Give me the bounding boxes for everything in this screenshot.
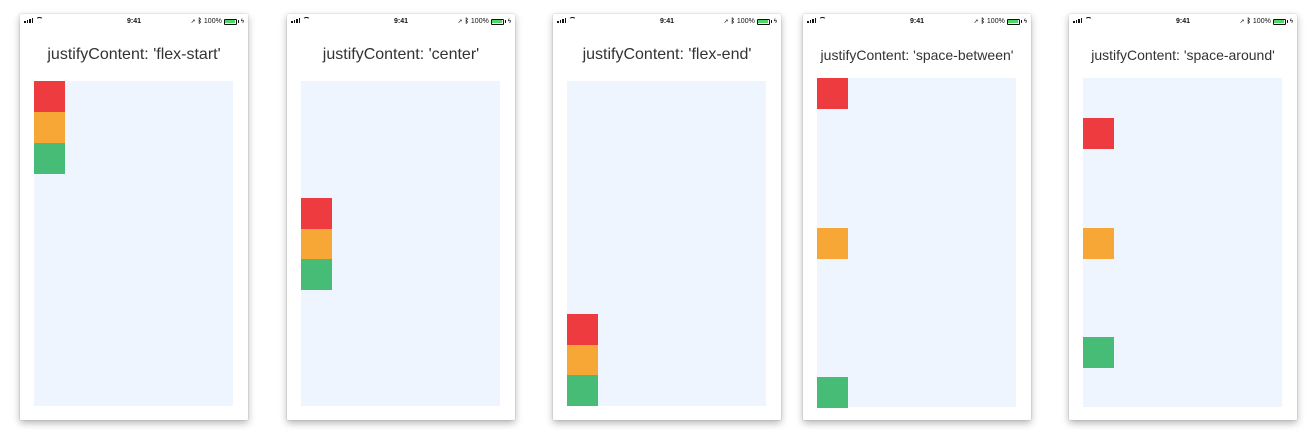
charging-icon: ϟ bbox=[240, 18, 244, 25]
signal-wifi-group bbox=[24, 17, 43, 23]
signal-wifi-group bbox=[291, 17, 310, 23]
status-bar: 9:41 ➚ ᛒ 100% ϟ bbox=[1073, 17, 1293, 29]
wifi-icon bbox=[569, 17, 576, 22]
screen-title: justifyContent: 'flex-end' bbox=[582, 46, 752, 63]
screen-title: justifyContent: 'flex-start' bbox=[47, 46, 221, 63]
phone-screen-flex-start: 9:41 ➚ ᛒ 100% ϟ justifyContent: 'flex-st… bbox=[20, 14, 248, 420]
bluetooth-icon: ᛒ bbox=[980, 18, 985, 25]
signal-icon bbox=[557, 21, 559, 23]
wifi-icon bbox=[1085, 17, 1092, 22]
signal-icon bbox=[807, 21, 809, 23]
battery-icon bbox=[1272, 18, 1286, 25]
location-arrow-icon: ➚ bbox=[190, 19, 196, 25]
status-time: 9:41 bbox=[659, 18, 674, 25]
status-time: 9:41 bbox=[126, 18, 141, 25]
battery-icon bbox=[756, 18, 770, 25]
signal-icon bbox=[1073, 21, 1075, 23]
wifi-icon bbox=[819, 17, 826, 22]
green-box bbox=[34, 143, 65, 174]
flex-container bbox=[34, 81, 233, 406]
orange-box bbox=[301, 229, 332, 260]
battery-icon bbox=[1006, 18, 1020, 25]
phone-screen-space-between: 9:41 ➚ ᛒ 100% ϟ justifyContent: 'space-b… bbox=[803, 14, 1031, 420]
flex-container bbox=[301, 81, 500, 406]
red-box bbox=[301, 198, 332, 229]
orange-box bbox=[1083, 228, 1114, 259]
status-time: 9:41 bbox=[909, 18, 924, 25]
status-bar: 9:41 ➚ ᛒ 100% ϟ bbox=[24, 17, 244, 29]
phone-screen-flex-end: 9:41 ➚ ᛒ 100% ϟ justifyContent: 'flex-en… bbox=[553, 14, 781, 420]
signal-icon bbox=[291, 21, 293, 23]
location-arrow-icon: ➚ bbox=[723, 19, 729, 25]
wifi-icon bbox=[303, 17, 310, 22]
battery-percent: 100% bbox=[986, 18, 1005, 25]
charging-icon: ϟ bbox=[1289, 18, 1293, 25]
status-right-group: ➚ ᛒ 100% ϟ bbox=[724, 18, 777, 25]
location-arrow-icon: ➚ bbox=[457, 19, 463, 25]
orange-box bbox=[34, 112, 65, 143]
orange-box bbox=[567, 345, 598, 376]
green-box bbox=[817, 377, 848, 408]
screen-title: justifyContent: 'space-around' bbox=[1091, 47, 1275, 63]
charging-icon: ϟ bbox=[773, 18, 777, 25]
bluetooth-icon: ᛒ bbox=[197, 18, 202, 25]
green-box bbox=[301, 259, 332, 290]
red-box bbox=[817, 78, 848, 109]
red-box bbox=[34, 81, 65, 112]
phone-screen-center: 9:41 ➚ ᛒ 100% ϟ justifyContent: 'center' bbox=[287, 14, 515, 420]
flex-container bbox=[567, 81, 766, 406]
signal-wifi-group bbox=[1073, 17, 1092, 23]
status-bar: 9:41 ➚ ᛒ 100% ϟ bbox=[291, 17, 511, 29]
screen-title: justifyContent: 'center' bbox=[322, 46, 480, 63]
flex-container bbox=[817, 78, 1016, 408]
green-box bbox=[1083, 337, 1114, 368]
signal-wifi-group bbox=[557, 17, 576, 23]
battery-percent: 100% bbox=[470, 18, 489, 25]
charging-icon: ϟ bbox=[507, 18, 511, 25]
battery-percent: 100% bbox=[1252, 18, 1271, 25]
orange-box bbox=[817, 228, 848, 259]
green-box bbox=[567, 375, 598, 406]
status-right-group: ➚ ᛒ 100% ϟ bbox=[191, 18, 244, 25]
bluetooth-icon: ᛒ bbox=[730, 18, 735, 25]
status-bar: 9:41 ➚ ᛒ 100% ϟ bbox=[557, 17, 777, 29]
wifi-icon bbox=[36, 17, 43, 22]
bluetooth-icon: ᛒ bbox=[1246, 18, 1251, 25]
phone-screen-space-around: 9:41 ➚ ᛒ 100% ϟ justifyContent: 'space-a… bbox=[1069, 14, 1297, 420]
location-arrow-icon: ➚ bbox=[973, 19, 979, 25]
flex-container bbox=[1083, 78, 1282, 407]
status-right-group: ➚ ᛒ 100% ϟ bbox=[974, 18, 1027, 25]
status-bar: 9:41 ➚ ᛒ 100% ϟ bbox=[807, 17, 1027, 29]
signal-icon bbox=[24, 21, 26, 23]
signal-wifi-group bbox=[807, 17, 826, 23]
screen-title: justifyContent: 'space-between' bbox=[820, 47, 1014, 63]
charging-icon: ϟ bbox=[1023, 18, 1027, 25]
red-box bbox=[1083, 118, 1114, 149]
location-arrow-icon: ➚ bbox=[1239, 19, 1245, 25]
bluetooth-icon: ᛒ bbox=[464, 18, 469, 25]
status-time: 9:41 bbox=[393, 18, 408, 25]
red-box bbox=[567, 314, 598, 345]
battery-percent: 100% bbox=[203, 18, 222, 25]
battery-icon bbox=[223, 18, 237, 25]
status-time: 9:41 bbox=[1175, 18, 1190, 25]
battery-icon bbox=[490, 18, 504, 25]
status-right-group: ➚ ᛒ 100% ϟ bbox=[458, 18, 511, 25]
status-right-group: ➚ ᛒ 100% ϟ bbox=[1240, 18, 1293, 25]
battery-percent: 100% bbox=[736, 18, 755, 25]
